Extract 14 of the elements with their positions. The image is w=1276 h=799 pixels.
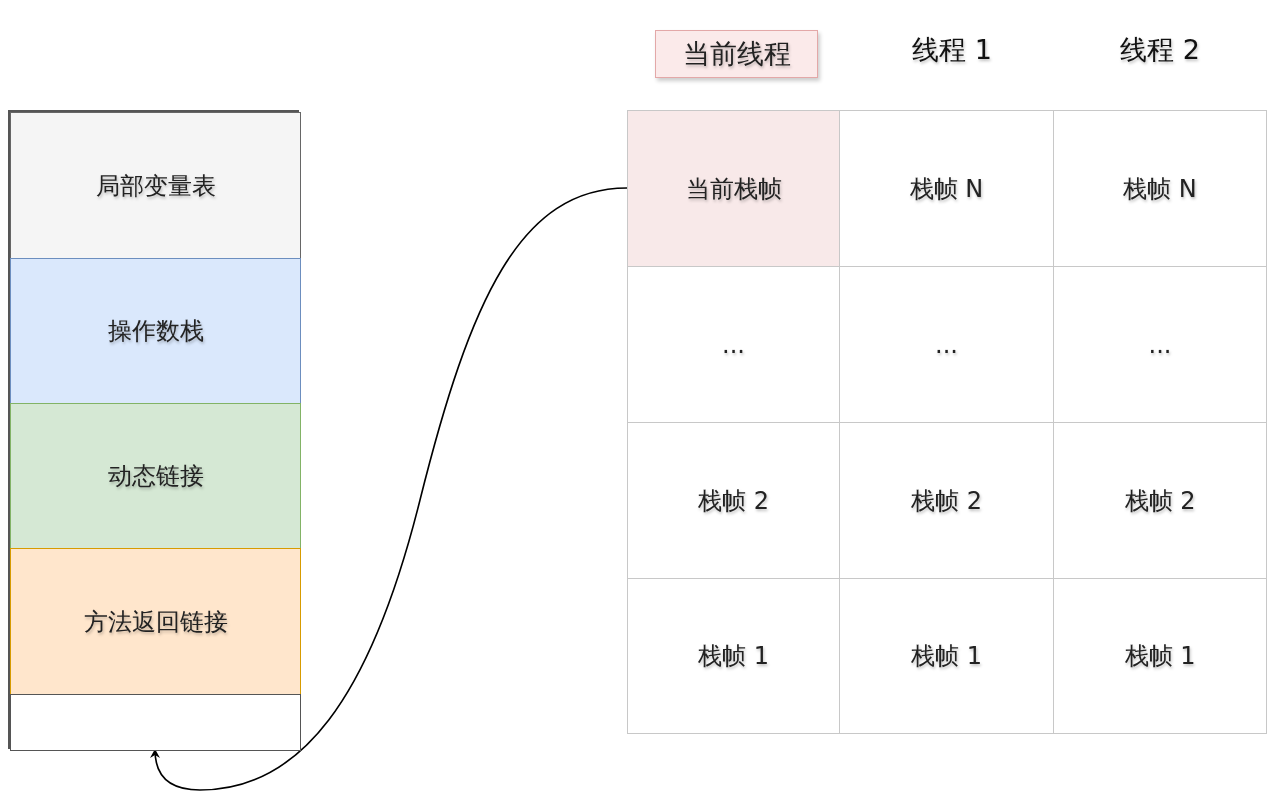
frame-cell: 栈帧 1 [1053,578,1267,734]
stack-frame-section: 动态链接 [10,403,301,549]
thread-header: 当前线程 [655,30,818,78]
thread-label: 线程 1 [912,33,992,67]
stack-frame-section [10,694,301,751]
thread-label: 线程 2 [1120,33,1200,67]
frame-cell: 当前栈帧 [627,110,840,267]
frame-cell: 栈帧 N [1053,110,1267,267]
frame-cell: 栈帧 1 [627,578,840,734]
stack-frame-section: 局部变量表 [10,112,301,259]
stack-frame-section: 操作数栈 [10,258,301,404]
stack-frame-section: 方法返回链接 [10,548,301,695]
stack-frame-box [8,110,299,749]
curved-arrow [150,187,628,791]
